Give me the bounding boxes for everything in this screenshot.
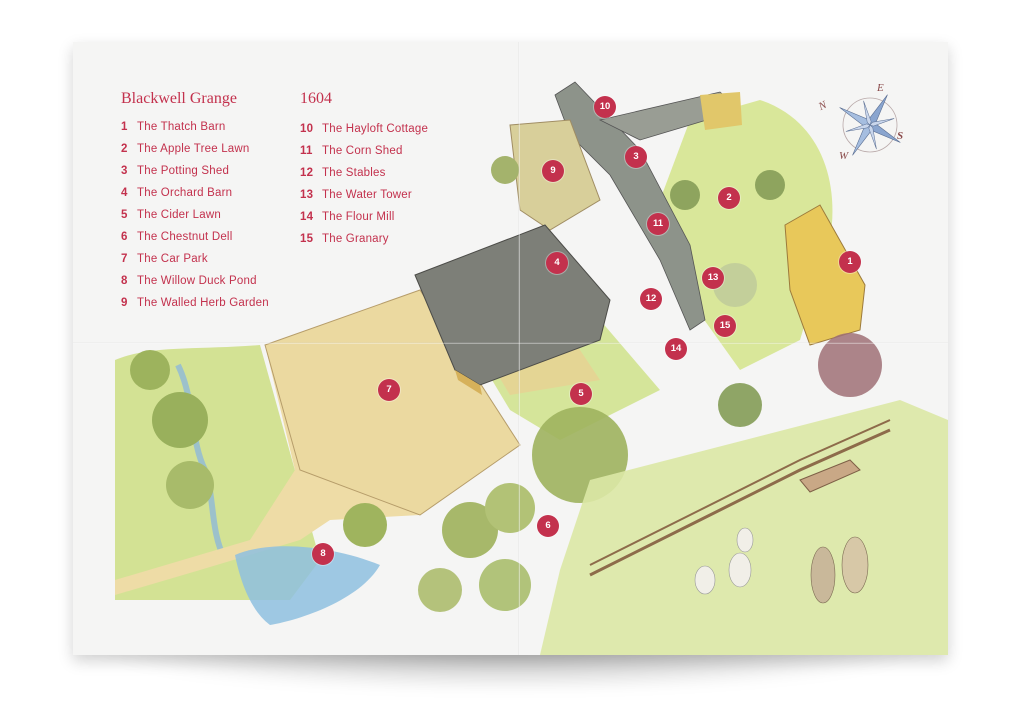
marker-thatch-barn[interactable]: 1 [839, 251, 861, 273]
legend-label: The Willow Duck Pond [137, 275, 257, 287]
legend-label: The Cider Lawn [137, 209, 221, 221]
legend-number: 15 [300, 233, 314, 245]
legend-label: The Apple Tree Lawn [137, 143, 250, 155]
marker-corn-shed[interactable]: 11 [647, 213, 669, 235]
marker-hayloft-cottage[interactable]: 10 [594, 96, 616, 118]
legend-item: 5 The Cider Lawn [121, 209, 221, 221]
legend-item: 7 The Car Park [121, 253, 208, 265]
legend-item: 9 The Walled Herb Garden [121, 297, 269, 309]
marker-potting-shed[interactable]: 3 [625, 146, 647, 168]
legend-label: The Corn Shed [322, 145, 403, 157]
legend-number: 13 [300, 189, 314, 201]
legend-label: The Stables [322, 167, 386, 179]
marker-walled-herb-garden[interactable]: 9 [542, 160, 564, 182]
legend-item: 14 The Flour Mill [300, 211, 394, 223]
legend-item: 12 The Stables [300, 167, 386, 179]
legend-number: 12 [300, 167, 314, 179]
legend-item: 1 The Thatch Barn [121, 121, 225, 133]
legend-number: 3 [121, 165, 128, 177]
compass-east-label: E [877, 82, 884, 94]
compass-south-label: S [897, 130, 904, 142]
legend-label: The Potting Shed [137, 165, 230, 177]
legend-number: 8 [121, 275, 128, 287]
legend-number: 1 [121, 121, 128, 133]
legend-item: 6 The Chestnut Dell [121, 231, 232, 243]
legend-item: 11 The Corn Shed [300, 145, 403, 157]
marker-willow-duck-pond[interactable]: 8 [312, 543, 334, 565]
map-sheet [73, 42, 948, 655]
map-year: 1604 [300, 90, 332, 107]
legend-label: The Orchard Barn [137, 187, 233, 199]
legend-label: The Granary [322, 233, 389, 245]
marker-orchard-barn[interactable]: 4 [546, 252, 568, 274]
marker-flour-mill[interactable]: 14 [665, 338, 687, 360]
marker-apple-tree-lawn[interactable]: 2 [718, 187, 740, 209]
illustrated-estate-map [115, 81, 948, 655]
marker-granary[interactable]: 15 [714, 315, 736, 337]
legend-label: The Walled Herb Garden [137, 297, 269, 309]
marker-chestnut-dell[interactable]: 6 [537, 515, 559, 537]
map-title: Blackwell Grange [121, 90, 237, 107]
legend-number: 10 [300, 123, 314, 135]
legend-item: 15 The Granary [300, 233, 389, 245]
legend-label: The Water Tower [322, 189, 412, 201]
marker-cider-lawn[interactable]: 5 [570, 383, 592, 405]
legend-item: 2 The Apple Tree Lawn [121, 143, 249, 155]
marker-car-park[interactable]: 7 [378, 379, 400, 401]
marker-water-tower[interactable]: 13 [702, 267, 724, 289]
legend-label: The Flour Mill [322, 211, 395, 223]
legend-number: 14 [300, 211, 314, 223]
compass-rose-icon: N E S W [817, 80, 915, 170]
legend-label: The Car Park [137, 253, 208, 265]
legend-label: The Thatch Barn [137, 121, 226, 133]
fold-line-vertical [518, 42, 520, 655]
legend-number: 7 [121, 253, 128, 265]
legend-number: 9 [121, 297, 128, 309]
legend-number: 4 [121, 187, 128, 199]
compass-west-label: W [839, 150, 849, 162]
fold-line-horizontal [73, 342, 948, 344]
legend-number: 2 [121, 143, 128, 155]
legend-number: 5 [121, 209, 128, 221]
legend-label: The Hayloft Cottage [322, 123, 429, 135]
legend-number: 6 [121, 231, 128, 243]
legend-label: The Chestnut Dell [137, 231, 233, 243]
legend-item: 13 The Water Tower [300, 189, 412, 201]
legend-item: 3 The Potting Shed [121, 165, 229, 177]
legend-item: 4 The Orchard Barn [121, 187, 232, 199]
legend-item: 8 The Willow Duck Pond [121, 275, 257, 287]
legend-number: 11 [300, 145, 313, 157]
legend-item: 10 The Hayloft Cottage [300, 123, 428, 135]
marker-stables[interactable]: 12 [640, 288, 662, 310]
